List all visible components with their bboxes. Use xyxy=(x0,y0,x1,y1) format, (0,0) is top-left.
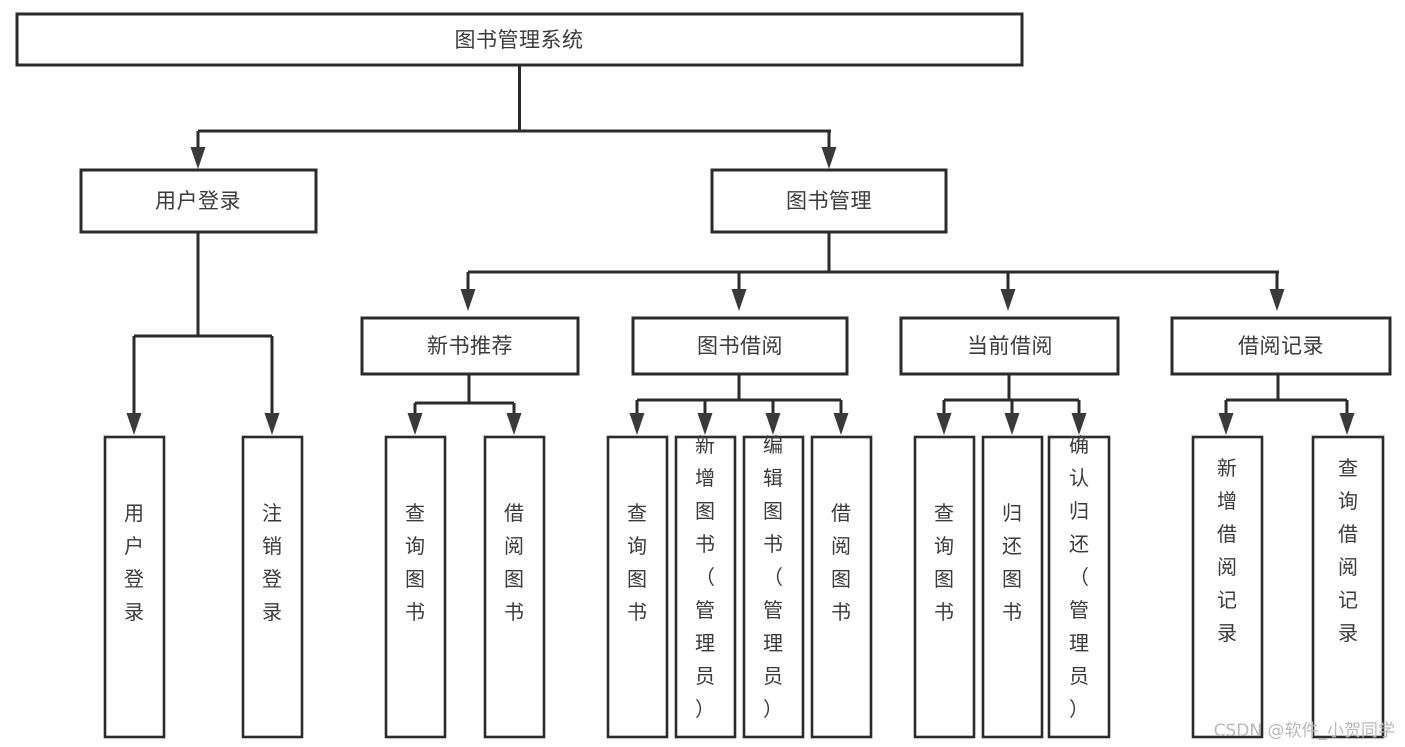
leaf-query-book-recommend-label: 查询图书 xyxy=(405,501,425,624)
leaf-query-book-recommend[interactable]: 查询图书 xyxy=(384,435,447,739)
arrow-to-leaf-edit-book-admin xyxy=(765,413,781,435)
leaf-query-book-recommend-box[interactable] xyxy=(384,435,447,739)
leaf-borrow-book-recommend-label: 借阅图书 xyxy=(504,501,524,624)
connector-layer xyxy=(126,65,1355,435)
leaf-borrow-book-label: 借阅图书 xyxy=(831,501,851,624)
node-current-borrow-box[interactable] xyxy=(899,316,1120,376)
leaf-logout-label: 注销登录 xyxy=(262,501,282,624)
node-borrow-record-label: 借阅记录 xyxy=(1238,334,1324,358)
leaf-borrow-book-recommend-box[interactable] xyxy=(483,435,546,739)
arrow-to-book-borrow xyxy=(731,289,747,311)
node-book-borrow-box[interactable] xyxy=(631,316,849,376)
arrow-to-leaf-user-login xyxy=(126,413,142,435)
leaf-query-borrow-record-label: 查询借阅记录 xyxy=(1338,456,1358,645)
leaf-confirm-return-admin[interactable]: 确认归还（管理员） xyxy=(1047,433,1111,739)
node-book-management-label: 图书管理 xyxy=(786,189,872,213)
leaf-add-book-admin[interactable]: 新增图书（管理员） xyxy=(674,433,737,739)
arrow-to-leaf-query-book-current xyxy=(936,413,952,435)
arrow-to-leaf-logout xyxy=(264,413,280,435)
node-new-book-recommend-box[interactable] xyxy=(360,316,580,376)
node-book-borrow[interactable]: 图书借阅 xyxy=(631,316,849,376)
node-root-system[interactable]: 图书管理系统 xyxy=(15,12,1024,67)
csdn-watermark: CSDN @软件_小贺同学 xyxy=(1213,721,1395,741)
leaf-confirm-return-admin-box[interactable] xyxy=(1047,435,1111,739)
leaf-borrow-book-recommend[interactable]: 借阅图书 xyxy=(483,435,546,739)
leaf-query-borrow-record[interactable]: 查询借阅记录 xyxy=(1311,435,1385,739)
leaf-add-book-admin-label: 新增图书（管理员） xyxy=(695,433,715,721)
arrow-root-to-book-management xyxy=(821,147,837,169)
leaf-add-borrow-record-label: 新增借阅记录 xyxy=(1217,456,1237,645)
node-user-login-label: 用户登录 xyxy=(155,189,241,213)
arrow-to-new-book-recommend xyxy=(460,289,476,311)
leaf-layer: 用户登录 注销登录 查询图书 借阅图书 查询图书 新 xyxy=(103,433,1385,739)
leaf-query-book-current-box[interactable] xyxy=(913,435,976,739)
leaf-query-book-borrow[interactable]: 查询图书 xyxy=(606,435,669,739)
node-new-book-recommend-label: 新书推荐 xyxy=(427,334,513,358)
leaf-user-login[interactable]: 用户登录 xyxy=(103,435,166,739)
leaf-add-book-admin-box[interactable] xyxy=(674,435,737,739)
node-book-borrow-label: 图书借阅 xyxy=(697,334,783,358)
node-borrow-record[interactable]: 借阅记录 xyxy=(1170,316,1392,376)
arrow-to-leaf-query-book-borrow xyxy=(629,413,645,435)
leaf-user-login-box[interactable] xyxy=(103,435,166,739)
node-current-borrow-label: 当前借阅 xyxy=(967,334,1053,358)
leaf-borrow-book[interactable]: 借阅图书 xyxy=(810,435,873,739)
node-root-system-box[interactable] xyxy=(15,12,1024,67)
arrow-to-leaf-query-book-recommend xyxy=(407,413,423,435)
arrow-to-current-borrow xyxy=(1000,289,1016,311)
leaf-borrow-book-box[interactable] xyxy=(810,435,873,739)
leaf-return-book-box[interactable] xyxy=(981,435,1044,739)
leaf-add-borrow-record[interactable]: 新增借阅记录 xyxy=(1191,435,1264,739)
leaf-return-book[interactable]: 归还图书 xyxy=(981,435,1044,739)
arrow-to-leaf-confirm-return-admin xyxy=(1071,413,1087,435)
leaf-query-book-current[interactable]: 查询图书 xyxy=(913,435,976,739)
leaf-add-borrow-record-box[interactable] xyxy=(1191,435,1264,739)
leaf-logout-box[interactable] xyxy=(241,435,304,739)
node-borrow-record-box[interactable] xyxy=(1170,316,1392,376)
leaf-user-login-label: 用户登录 xyxy=(124,501,144,624)
arrow-to-leaf-query-borrow-record xyxy=(1339,413,1355,435)
arrow-to-leaf-add-book-admin xyxy=(697,413,713,435)
node-user-login[interactable]: 用户登录 xyxy=(79,168,318,234)
leaf-query-book-current-label: 查询图书 xyxy=(934,501,954,624)
node-current-borrow[interactable]: 当前借阅 xyxy=(899,316,1120,376)
arrow-to-leaf-add-borrow-record xyxy=(1218,413,1234,435)
arrow-root-to-user-login xyxy=(190,147,206,169)
leaf-logout[interactable]: 注销登录 xyxy=(241,435,304,739)
node-new-book-recommend[interactable]: 新书推荐 xyxy=(360,316,580,376)
node-user-login-box[interactable] xyxy=(79,168,318,234)
arrow-to-leaf-borrow-book-recommend xyxy=(506,413,522,435)
arrow-to-leaf-borrow-book xyxy=(833,413,849,435)
node-root-system-label: 图书管理系统 xyxy=(455,28,584,52)
leaf-edit-book-admin-box[interactable] xyxy=(742,435,805,739)
leaf-query-book-borrow-box[interactable] xyxy=(606,435,669,739)
leaf-edit-book-admin[interactable]: 编辑图书（管理员） xyxy=(742,433,805,739)
leaf-query-book-borrow-label: 查询图书 xyxy=(627,501,647,624)
arrow-to-leaf-return-book xyxy=(1004,413,1020,435)
leaf-return-book-label: 归还图书 xyxy=(1002,501,1022,624)
leaf-edit-book-admin-label: 编辑图书（管理员） xyxy=(763,433,783,721)
node-book-management-box[interactable] xyxy=(710,168,948,234)
arrow-to-borrow-record xyxy=(1269,289,1285,311)
leaf-query-borrow-record-box[interactable] xyxy=(1311,435,1385,739)
leaf-confirm-return-admin-label: 确认归还（管理员） xyxy=(1069,433,1089,721)
node-book-management[interactable]: 图书管理 xyxy=(710,168,948,234)
